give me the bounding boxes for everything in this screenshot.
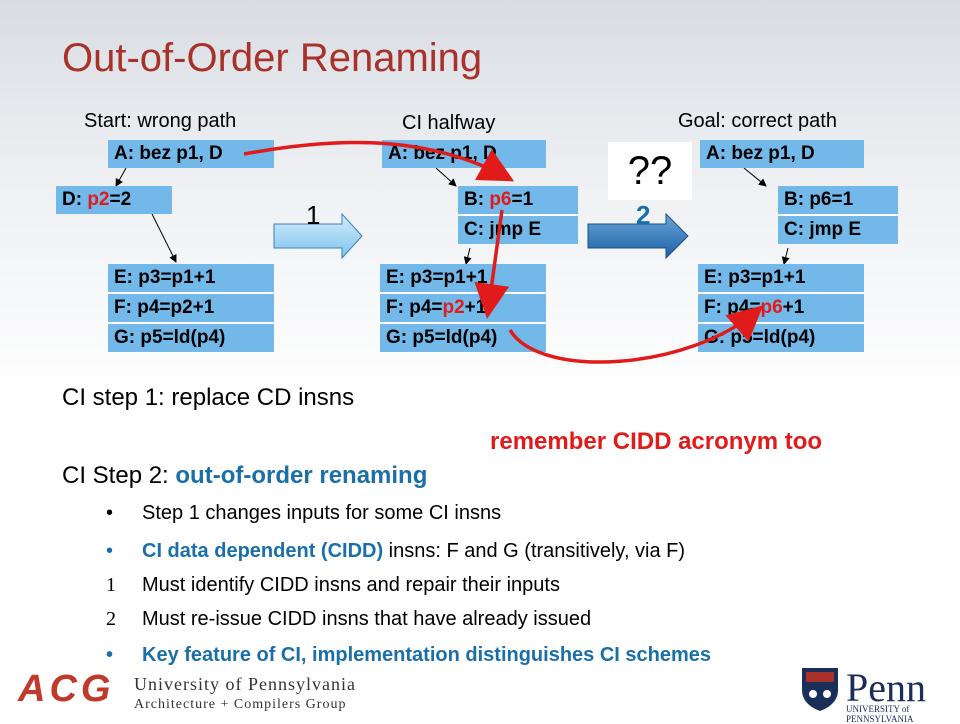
mid-box-b: B: p6=1 [458, 186, 578, 214]
start-box-d: D: p2=2 [56, 186, 172, 214]
start-a-to-d-arrow [115, 167, 127, 187]
mid-box-g: G: p5=ld(p4) [380, 322, 546, 352]
bullet-1: •Step 1 changes inputs for some CI insns [106, 502, 502, 524]
goal-box-f: F: p4=p6+1 [698, 292, 864, 322]
mid-box-a: A: bez p1, D [382, 140, 546, 168]
step2-arrow-label: 2 [636, 200, 651, 230]
step2-text: CI Step 2: out-of-order renaming [62, 462, 428, 489]
penn-wordmark: Penn [846, 665, 926, 710]
start-label: Start: wrong path [84, 110, 237, 132]
mid-box-e: E: p3=p1+1 [380, 264, 546, 292]
mid-label: CI halfway [402, 112, 496, 134]
step1-block-arrow [273, 212, 363, 260]
step1-text: CI step 1: replace CD insns [62, 384, 355, 411]
mid-stack-efg: E: p3=p1+1 F: p4=p2+1 G: p5=ld(p4) [380, 264, 546, 352]
acg-logo: ACG [18, 668, 115, 710]
step1-arrow-label: 1 [306, 200, 321, 230]
goal-stack-bc: B: p6=1 C: jmp E [778, 186, 898, 244]
goal-box-e: E: p3=p1+1 [698, 264, 864, 292]
goal-a-to-b-arrow [743, 167, 767, 187]
step2-block-arrow [587, 212, 689, 260]
mid-box-c: C: jmp E [458, 214, 578, 244]
penn-subtitle: UNIVERSITY of PENNSYLVANIA [846, 704, 914, 724]
goal-stack-efg: E: p3=p1+1 F: p4=p6+1 G: p5=ld(p4) [698, 264, 864, 352]
goal-box-c: C: jmp E [778, 214, 898, 244]
slide-title: Out-of-Order Renaming [62, 36, 483, 80]
start-box-e: E: p3=p1+1 [108, 264, 274, 292]
start-box-g: G: p5=ld(p4) [108, 322, 274, 352]
red-curve-d-to-b [243, 140, 515, 182]
start-box-f: F: p4=p2+1 [108, 292, 274, 322]
red-line-b-to-f [474, 209, 510, 319]
upenn-acg-wordmark: University of Pennsylvania Architecture … [134, 674, 356, 712]
start-d-to-e-arrow [151, 213, 177, 263]
goal-box-a: A: bez p1, D [700, 140, 864, 168]
start-stack-efg: E: p3=p1+1 F: p4=p2+1 G: p5=ld(p4) [108, 264, 274, 352]
red-curve-f-to-goal [508, 305, 764, 364]
mid-c-to-e-arrow [463, 247, 472, 265]
bullet-2: •CI data dependent (CIDD) insns: F and G… [106, 540, 686, 562]
remember-note: remember CIDD acronym too [490, 428, 823, 455]
penn-shield-icon [802, 668, 838, 711]
bullet-5: •Key feature of CI, implementation disti… [106, 644, 712, 666]
goal-label: Goal: correct path [678, 110, 837, 132]
goal-c-to-e-arrow [781, 247, 790, 265]
mid-stack-bc: B: p6=1 C: jmp E [458, 186, 578, 244]
mid-a-to-b-arrow [435, 167, 457, 187]
mid-box-f: F: p4=p2+1 [380, 292, 546, 322]
goal-box-b: B: p6=1 [778, 186, 898, 214]
question-marks: ?? [608, 142, 692, 200]
